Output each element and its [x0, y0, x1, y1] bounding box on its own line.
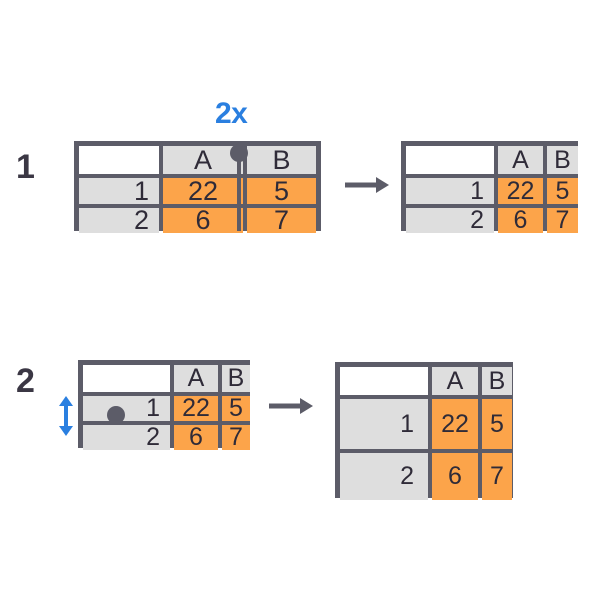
table-step2-after: A B 1 22 5 2 6 7 [335, 362, 513, 500]
table-step2-before: A B 1 22 5 2 6 7 [78, 360, 250, 450]
cell-b2[interactable]: 7 [547, 208, 578, 233]
row-header-2[interactable]: 2 [79, 208, 159, 233]
cell-a2[interactable]: 6 [432, 453, 478, 500]
row-height-double-arrow-icon [59, 396, 73, 436]
step-number-2: 2 [16, 362, 35, 400]
cell-a2[interactable]: 6 [498, 208, 543, 233]
scale-factor-label: 2x [215, 97, 248, 130]
row-header-1[interactable]: 1 [79, 178, 159, 204]
column-header-b[interactable]: B [547, 146, 578, 174]
corner-cell [83, 365, 170, 392]
cell-b1[interactable]: 5 [547, 178, 578, 204]
cell-a1[interactable]: 22 [432, 399, 478, 449]
cell-a2[interactable]: 6 [163, 208, 243, 233]
corner-cell [340, 367, 428, 395]
column-resize-guide-line [237, 141, 241, 231]
cell-b1[interactable]: 5 [222, 396, 250, 421]
row-header-2[interactable]: 2 [83, 425, 170, 450]
row-header-2[interactable]: 2 [406, 208, 494, 233]
corner-cell [79, 146, 159, 174]
cell-b1[interactable]: 5 [247, 178, 316, 204]
step-number-1: 1 [16, 148, 35, 186]
table-step1-after: A B 1 22 5 2 6 7 [401, 141, 578, 233]
column-header-a[interactable]: A [432, 367, 478, 395]
transform-arrow-icon [345, 177, 389, 193]
column-header-a[interactable]: A [163, 146, 243, 174]
row-header-2[interactable]: 2 [340, 453, 428, 500]
corner-cell [406, 146, 494, 174]
row-resize-handle-dot[interactable] [107, 406, 125, 424]
column-header-a[interactable]: A [174, 365, 218, 392]
row-header-1[interactable]: 1 [83, 396, 170, 421]
cell-a1[interactable]: 22 [498, 178, 543, 204]
row-header-1[interactable]: 1 [340, 399, 428, 449]
cell-b2[interactable]: 7 [222, 425, 250, 450]
column-header-b[interactable]: B [247, 146, 316, 174]
cell-a2[interactable]: 6 [174, 425, 218, 450]
table-step1-before: A B 1 22 5 2 6 7 [74, 141, 321, 233]
column-header-b[interactable]: B [222, 365, 250, 392]
cell-a1[interactable]: 22 [163, 178, 243, 204]
column-header-a[interactable]: A [498, 146, 543, 174]
cell-a1[interactable]: 22 [174, 396, 218, 421]
cell-b2[interactable]: 7 [247, 208, 316, 233]
row-header-1[interactable]: 1 [406, 178, 494, 204]
cell-b2[interactable]: 7 [482, 453, 512, 500]
column-resize-handle-dot[interactable] [230, 144, 248, 162]
column-header-b[interactable]: B [482, 367, 512, 395]
cell-b1[interactable]: 5 [482, 399, 512, 449]
transform-arrow-icon [269, 398, 313, 414]
